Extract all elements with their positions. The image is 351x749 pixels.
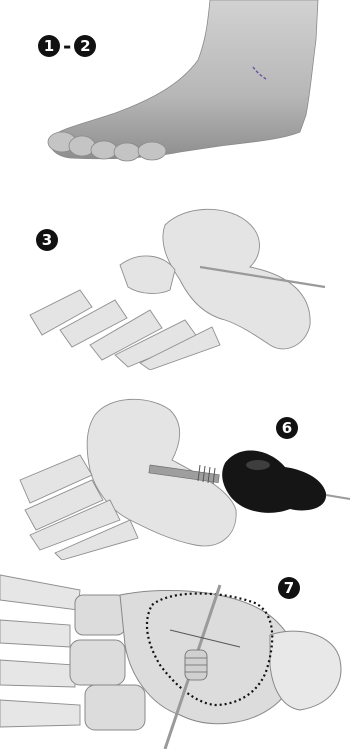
skeleton-wire-illustration: [0, 195, 351, 370]
driver-wire: [326, 495, 350, 499]
foot-silhouette: [50, 0, 318, 159]
panel-closeup: 7: [0, 565, 351, 749]
panel-foot-skin: 1 - 2: [0, 0, 351, 175]
panel-skeleton-wire: 3: [0, 195, 351, 370]
foot-bones: [30, 209, 310, 370]
metatarsal-bones: [0, 575, 80, 727]
calcaneus: [270, 631, 341, 710]
foot-skin-illustration: [0, 0, 351, 175]
closeup-illustration: [0, 565, 351, 749]
driver-handle: [222, 451, 326, 513]
tarsal-bones: [70, 590, 294, 730]
screw-closeup: [185, 650, 207, 680]
skeleton-driver-illustration: [0, 385, 351, 560]
panel-skeleton-driver: 6: [0, 385, 351, 560]
